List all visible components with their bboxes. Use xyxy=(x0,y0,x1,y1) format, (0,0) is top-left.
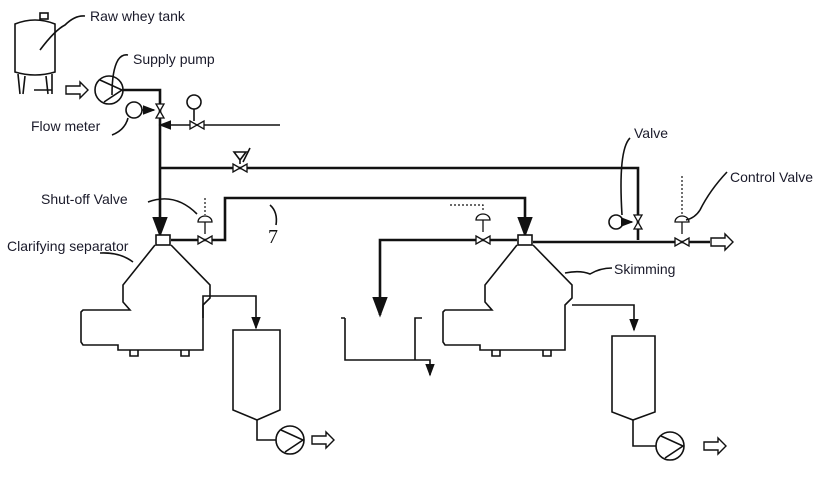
shut-off-valve xyxy=(198,236,212,244)
label-raw-whey-tank: Raw whey tank xyxy=(90,8,186,24)
supply-pump xyxy=(95,76,123,104)
skimmed-whey-tank xyxy=(612,336,655,420)
label-control-valve: Control Valve xyxy=(730,169,813,185)
outlet-arrow-1 xyxy=(312,432,334,448)
discharge-pump-2 xyxy=(656,432,684,460)
pressure-gauge xyxy=(187,95,201,121)
skimming-separator xyxy=(443,235,572,356)
relief-symbol xyxy=(234,148,250,164)
valve-actuator xyxy=(476,214,490,232)
bypass-valve xyxy=(233,164,247,172)
clarified-whey-tank xyxy=(233,330,280,420)
label-shut-off-valve: Shut-off Valve xyxy=(41,191,128,207)
label-skimming: Skimming xyxy=(614,261,675,277)
control-valve xyxy=(675,238,689,246)
flow-meter xyxy=(126,102,154,118)
water-valve xyxy=(190,121,204,129)
cream-valve xyxy=(476,236,490,244)
discharge-pump-1 xyxy=(276,426,304,454)
raw-whey-tank xyxy=(15,13,55,94)
valve-actuator xyxy=(198,216,212,234)
inlet-valve xyxy=(156,104,164,118)
label-flow-meter: Flow meter xyxy=(31,118,101,134)
control-valve-actuator xyxy=(675,216,689,234)
flow-direction-arrow xyxy=(66,82,88,98)
valve xyxy=(634,215,642,229)
valve-meter xyxy=(609,215,632,229)
outlet-arrow-2 xyxy=(704,438,726,454)
label-clarifying-separator: Clarifying separator xyxy=(7,238,129,254)
line-number: 7 xyxy=(268,226,278,248)
label-valve: Valve xyxy=(634,125,668,141)
outlet-arrow-3 xyxy=(711,234,733,250)
label-supply-pump: Supply pump xyxy=(133,51,215,67)
